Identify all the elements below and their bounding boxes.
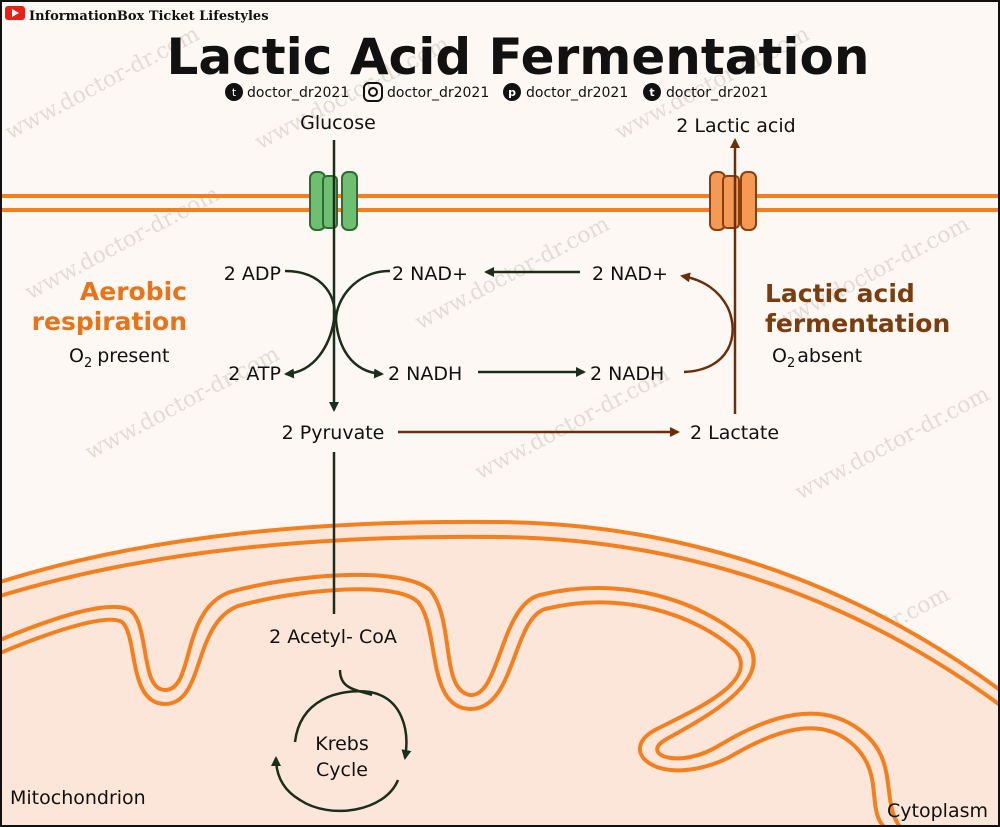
label-glucose: Glucose [300,112,376,134]
svg-text:t: t [649,86,654,99]
tumblr-handle: doctor_dr2021 [666,85,768,101]
twitter-icon [225,83,243,101]
acetyl-coa-to-krebs-line [338,669,373,697]
label-krebs-line2: Cycle [316,759,368,781]
cell-membrane [0,194,1000,212]
label-nadh-right: 2 NADH [590,363,664,385]
mitochondrion [0,519,1000,827]
svg-text:p: p [508,86,516,99]
lactic-acid-transporter-channel [709,171,757,231]
fermentation-arrows [398,138,740,437]
fermentation-heading-line1: Lactic acid [765,279,915,308]
label-nad-left: 2 NAD+ [392,263,468,285]
instagram-handle: doctor_dr2021 [387,85,489,101]
label-mitochondrion: Mitochondrion [10,787,146,809]
krebs-cycle-loop [271,690,412,813]
label-lactic-acid: 2 Lactic acid [676,115,795,137]
label-lactate: 2 Lactate [690,422,779,444]
nadh-to-nad-loop-arrow [680,272,734,374]
page-title: Lactic Acid Fermentation [167,28,870,86]
social-handles: t doctor_dr2021 doctor_dr2021 p doctor_d… [225,82,768,102]
label-cytoplasm: Cytoplasm [887,800,988,822]
brand-name: InformationBox Ticket Lifestyles [29,9,269,24]
pinterest-icon [503,83,521,101]
label-adp: 2 ADP [224,263,281,285]
label-nad-right: 2 NAD+ [592,263,668,285]
label-atp: 2 ATP [228,363,281,385]
aerobic-heading-line2: respiration [32,307,187,336]
label-krebs-line1: Krebs [315,733,369,755]
nad-to-nadh-arrow [334,269,391,379]
svg-text:t: t [232,86,237,99]
twitter-handle: doctor_dr2021 [247,85,349,101]
mitochondrion-outer-membrane-inner-line [0,534,1000,707]
pinterest-handle: doctor_dr2021 [526,85,628,101]
label-nadh-left: 2 NADH [388,363,462,385]
label-pyruvate: 2 Pyruvate [282,422,385,444]
instagram-icon [363,82,383,102]
glycolysis-arrows [284,140,586,697]
mitochondrion-outer-membrane [0,519,1000,827]
fermentation-heading-line2: fermentation [765,309,950,338]
aerobic-heading-line1: Aerobic [80,277,187,306]
label-acetyl-coa: 2 Acetyl- CoA [269,626,397,648]
tumblr-icon [643,83,661,101]
mitochondrion-inner-membrane [0,573,902,827]
brand-header: InformationBox Ticket Lifestyles [5,6,269,24]
mitochondrion-inner-membrane-inner-line [0,587,886,827]
adp-to-atp-arrow [284,269,336,379]
